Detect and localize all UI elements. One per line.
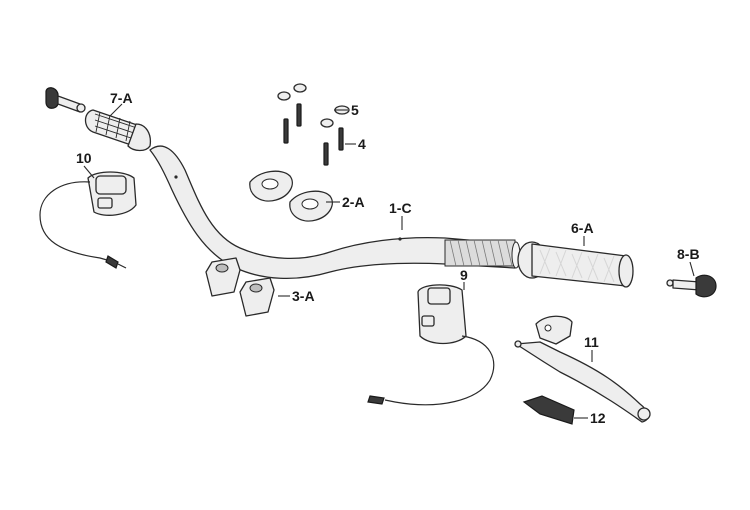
left-grip xyxy=(84,109,152,152)
label-10: 10 xyxy=(76,150,92,166)
brake-lever xyxy=(514,315,651,423)
label-7a: 7-A xyxy=(110,90,133,106)
label-1c: 1-C xyxy=(389,200,412,216)
label-11: 11 xyxy=(584,334,599,350)
upper-clamps xyxy=(249,170,333,222)
label-5: 5 xyxy=(351,102,359,118)
label-6a: 6-A xyxy=(571,220,594,236)
label-3a: 3-A xyxy=(292,288,315,304)
right-bar-end xyxy=(666,274,717,298)
right-switch-housing xyxy=(367,284,495,406)
lower-clamps xyxy=(205,257,275,317)
lever-pad xyxy=(522,395,575,425)
right-grip xyxy=(517,241,634,288)
label-4: 4 xyxy=(358,136,366,152)
handlebar xyxy=(149,145,521,280)
label-9: 9 xyxy=(460,267,468,283)
label-12: 12 xyxy=(590,410,606,426)
handlebar-knurl xyxy=(444,239,521,269)
label-2a: 2-A xyxy=(342,194,365,210)
leader-lines xyxy=(83,103,695,419)
part-labels: 7-A 10 5 4 2-A 1-C 6-A 8-B 9 3-A 11 12 xyxy=(76,90,700,426)
left-bar-end xyxy=(45,87,86,113)
screws-and-caps xyxy=(277,83,350,166)
left-switch-housing xyxy=(39,171,137,269)
label-8b: 8-B xyxy=(677,246,700,262)
